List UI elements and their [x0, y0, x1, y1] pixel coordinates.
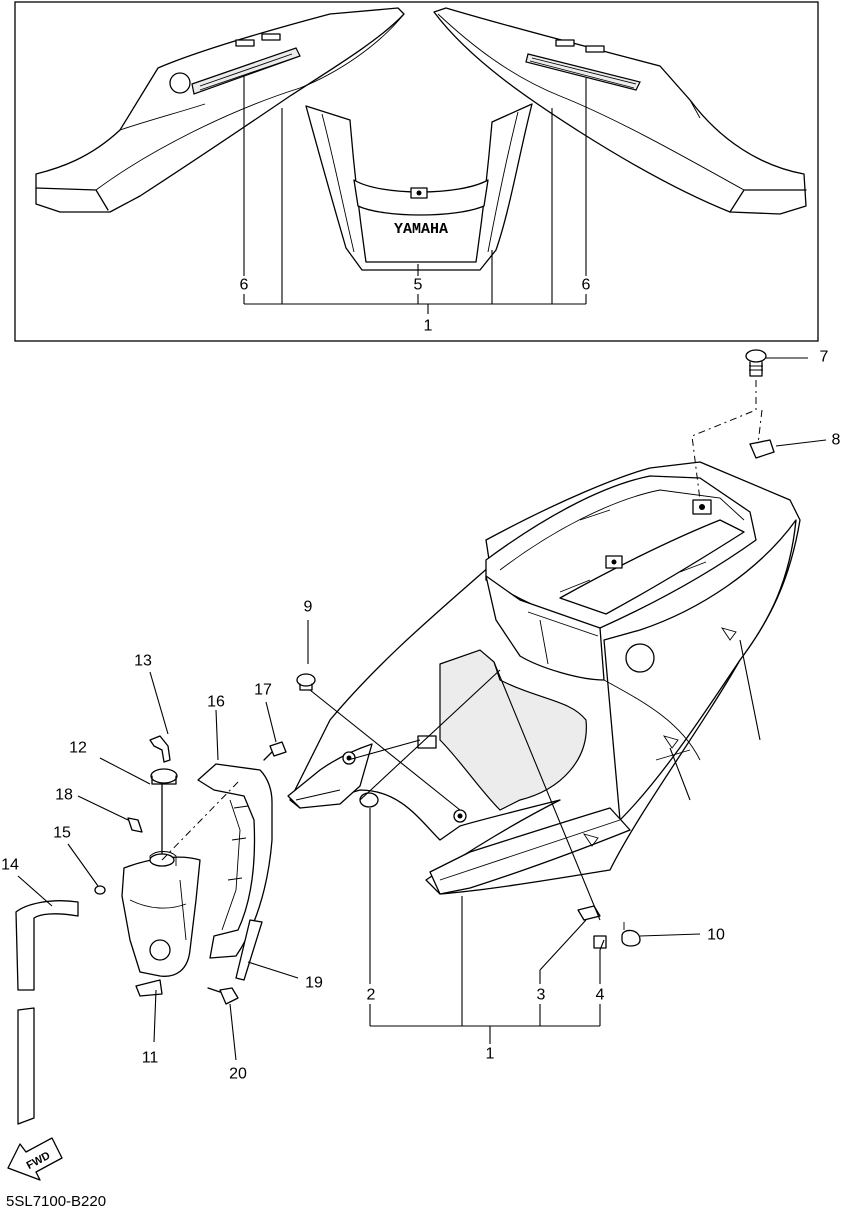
tail-cowl-drawing [287, 461, 801, 895]
tail-cover-drawing: YAMAHA [305, 103, 533, 271]
decal-inset: YAMAHA 6 5 6 1 [14, 1, 819, 342]
callout-17: 17 [254, 682, 272, 699]
callout-6-left: 6 [240, 277, 249, 294]
callout-1-inset: 1 [424, 318, 433, 335]
callout-9: 9 [304, 599, 313, 616]
callout-15: 15 [53, 825, 71, 842]
callout-13: 13 [134, 653, 152, 670]
fasteners-main [296, 349, 775, 949]
yamaha-logo-text: YAMAHA [394, 221, 448, 238]
callout-7: 7 [820, 349, 829, 366]
callout-8: 8 [832, 432, 841, 449]
callout-4: 4 [596, 987, 605, 1004]
callout-20: 20 [229, 1066, 247, 1083]
callout-2: 2 [367, 987, 376, 1004]
callout-12: 12 [69, 740, 87, 757]
inset-leaders [243, 76, 587, 314]
callout-11: 11 [142, 1050, 159, 1067]
callout-numbers: 7 8 9 10 11 12 13 14 15 16 17 18 19 20 2… [1, 349, 840, 1083]
reservoir-drawing [15, 735, 287, 1125]
callout-3: 3 [537, 987, 546, 1004]
callout-10: 10 [707, 927, 725, 944]
callout-18: 18 [55, 787, 73, 804]
right-side-cover-drawing [433, 7, 807, 215]
callout-16: 16 [207, 694, 225, 711]
inset-frame [14, 1, 819, 342]
callout-6-right: 6 [582, 277, 591, 294]
alignment-lines [309, 380, 763, 951]
callout-1-main: 1 [486, 1046, 495, 1063]
left-side-cover-drawing [35, 7, 405, 213]
figure-code: 5SL7100-B220 [6, 1193, 106, 1210]
fwd-arrow-icon: FWD [7, 1137, 63, 1181]
callout-leaders [17, 357, 827, 1061]
callout-19: 19 [305, 975, 323, 992]
callout-14: 14 [1, 857, 19, 874]
callout-5: 5 [414, 277, 423, 294]
